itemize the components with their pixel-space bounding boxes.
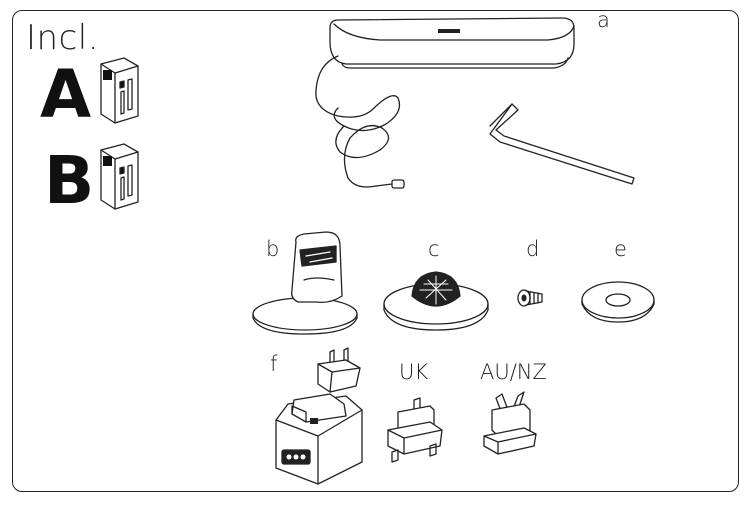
content-frame <box>12 10 739 492</box>
power-supply-illustration <box>275 393 363 485</box>
hex-key-illustration <box>489 103 635 185</box>
part-label-d: d <box>526 237 540 261</box>
light-bar-illustration <box>315 17 575 189</box>
screw-d-illustration <box>517 289 543 307</box>
manual-a-letter: A <box>40 56 92 133</box>
plug-label-uk: UK <box>399 360 429 384</box>
part-label-e: e <box>614 237 627 261</box>
stand-b-illustration <box>252 231 358 335</box>
page-title: Incl. <box>26 18 100 58</box>
washer-e-illustration <box>581 281 655 323</box>
plug-uk-illustration <box>387 397 443 463</box>
manual-b-letter: B <box>44 142 95 219</box>
plug-label-aunz: AU/NZ <box>480 360 547 384</box>
part-label-a: a <box>597 8 610 32</box>
part-label-b: b <box>266 237 280 261</box>
manual-a-book-icon <box>100 57 139 124</box>
manual-b-book-icon <box>100 143 139 210</box>
part-label-c: c <box>428 237 440 261</box>
base-c-illustration <box>383 271 489 331</box>
plug-aunz-illustration <box>483 391 537 455</box>
plug-f-eu-illustration <box>317 347 361 393</box>
part-label-f: f <box>270 352 278 376</box>
